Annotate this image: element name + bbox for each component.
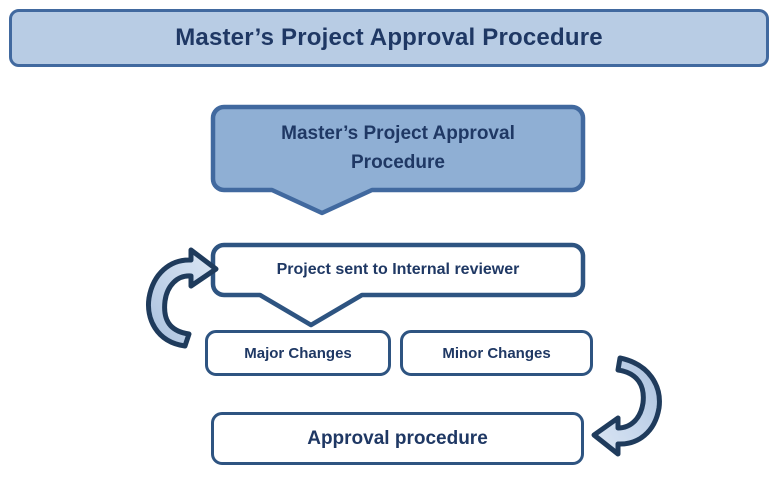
callout-shape bbox=[210, 104, 586, 216]
node-major-changes[interactable]: Major Changes bbox=[205, 330, 391, 376]
node-minor-changes-label: Minor Changes bbox=[442, 344, 551, 362]
loop-back-arrow-icon bbox=[145, 247, 219, 349]
node-minor-changes[interactable]: Minor Changes bbox=[400, 330, 593, 376]
node-major-changes-label: Major Changes bbox=[244, 344, 352, 362]
page-title: Master’s Project Approval Procedure bbox=[175, 24, 603, 51]
node-callout-master-project[interactable]: Master’s Project Approval Procedure bbox=[210, 104, 586, 216]
reviewer-shape bbox=[210, 242, 586, 328]
page-title-banner: Master’s Project Approval Procedure bbox=[9, 9, 769, 67]
node-internal-reviewer[interactable]: Project sent to Internal reviewer bbox=[210, 242, 586, 328]
proceed-arrow-icon bbox=[591, 355, 662, 457]
node-approval-procedure[interactable]: Approval procedure bbox=[211, 412, 584, 465]
node-approval-procedure-label: Approval procedure bbox=[307, 427, 488, 449]
